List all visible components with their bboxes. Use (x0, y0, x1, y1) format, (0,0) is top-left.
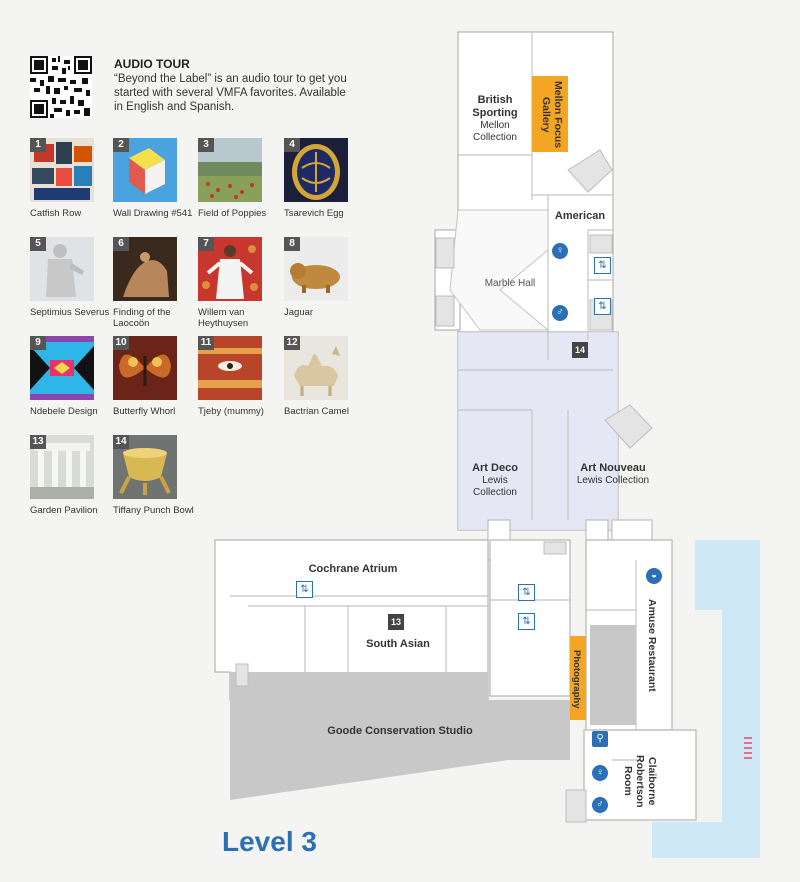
artwork-thumbnail: 9 (30, 336, 94, 400)
restroom-icon: ♀ (592, 765, 608, 781)
room-sublabel: Mellon Collection (473, 120, 517, 143)
level-label: Level 3 (222, 826, 317, 857)
artwork-caption: Wall Drawing #541 (113, 208, 193, 219)
artwork-thumbnail: 8 (284, 237, 348, 301)
audio-tour-description: “Beyond the Label” is an audio tour to g… (114, 73, 347, 113)
restroom-icon: ♀ (552, 243, 568, 259)
room-name: Art Deco (472, 462, 518, 474)
room-art-nouveau[interactable]: Art Nouveau Lewis Collection (570, 462, 656, 487)
artwork-caption: Septimius Severus (30, 307, 110, 318)
room-claiborne-robertson[interactable]: Claiborne Robertson Room (622, 754, 658, 808)
room-art-deco[interactable]: Art Deco Lewis Collection (462, 462, 528, 499)
artwork-thumbnail: 4 (284, 138, 348, 202)
artwork-thumbnail: 3 (198, 138, 262, 202)
artwork-caption: Bactrian Camel (284, 406, 349, 417)
artwork-thumbnail: 5 (30, 237, 94, 301)
artwork-thumbnail: 10 (113, 336, 177, 400)
tour-stop-marker[interactable]: 14 (572, 342, 588, 358)
elevator-icon: ⇅ (518, 613, 535, 630)
artwork-caption: Finding of the Laocoön (113, 307, 171, 329)
room-british-sporting[interactable]: British Sporting Mellon Collection (462, 94, 528, 144)
elevator-icon: ⇅ (296, 581, 313, 598)
highlight-area (458, 332, 618, 530)
artwork-caption: Catfish Row (30, 208, 82, 219)
room-amuse-restaurant[interactable]: Amuse Restaurant (646, 598, 658, 692)
tour-stop-marker[interactable]: 13 (388, 614, 404, 630)
room-south-asian[interactable]: South Asian (366, 638, 430, 650)
qr-code[interactable] (30, 56, 92, 118)
artwork-thumbnail: 14 (113, 435, 177, 499)
artwork-caption: Garden Pavilion (30, 505, 98, 516)
room-sublabel: Lewis Collection (473, 475, 517, 498)
artwork-caption: Tiffany Punch Bowl (113, 505, 194, 516)
elevator-icon: ⇅ (594, 298, 611, 315)
room-cochrane-atrium[interactable]: Cochrane Atrium (308, 563, 398, 575)
room-goode-conservation-studio[interactable]: Goode Conservation Studio (327, 725, 473, 737)
artwork-thumbnail: 2 (113, 138, 177, 202)
mellon-focus-gallery-block (532, 76, 568, 152)
artwork-thumbnail: 7 (198, 237, 262, 301)
artwork-thumbnail: 12 (284, 336, 348, 400)
audio-tour-title: AUDIO TOUR (114, 57, 190, 71)
room-name: Art Nouveau (580, 462, 646, 474)
artwork-caption: Tjeby (mummy) (198, 406, 264, 417)
artwork-caption: Willem van Heythuysen (198, 307, 249, 329)
room-mellon-focus-gallery[interactable]: Mellon Focus Gallery (540, 81, 564, 149)
artwork-caption: Field of Poppies (198, 208, 267, 219)
artwork-thumbnail: 6 (113, 237, 177, 301)
family-restroom-icon: ⚲ (592, 731, 608, 747)
room-marble-hall[interactable]: Marble Hall (484, 278, 536, 289)
elevator-icon: ⇅ (594, 257, 611, 274)
artwork-caption: Jaguar (284, 307, 314, 318)
artwork-caption: Ndebele Design (30, 406, 98, 417)
room-sublabel: Lewis Collection (576, 475, 650, 486)
elevator-icon: ⇅ (518, 584, 535, 601)
artwork-thumbnail: 11 (198, 336, 262, 400)
artwork-caption: Butterfly Whorl (113, 406, 176, 417)
room-american[interactable]: American (554, 210, 606, 222)
room-name: British Sporting (472, 94, 518, 119)
restroom-icon: ♂ (592, 797, 608, 813)
artwork-thumbnail: 1 (30, 138, 94, 202)
artwork-thumbnail: 13 (30, 435, 94, 499)
room-photography[interactable]: Photography (571, 649, 582, 709)
water-feature (652, 540, 760, 858)
artwork-caption: Tsarevich Egg (284, 208, 344, 219)
restroom-icon: ♂ (552, 305, 568, 321)
restaurant-icon: ◒ (646, 568, 662, 584)
